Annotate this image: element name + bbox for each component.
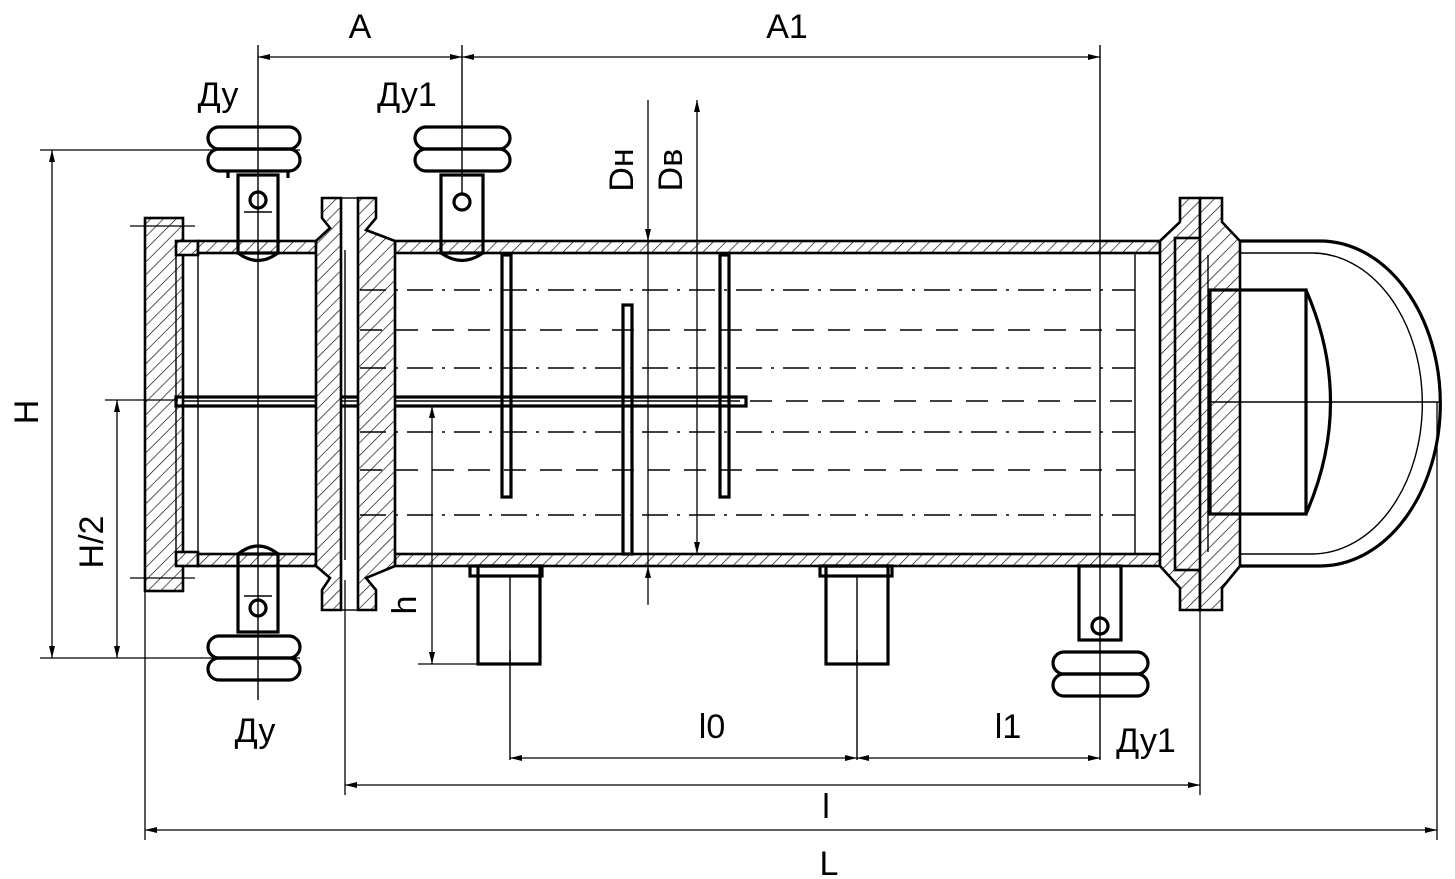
label-du1-top: Ду1: [377, 76, 437, 114]
label-dv: Dв: [652, 149, 690, 192]
baffles: [500, 253, 731, 556]
label-H-half: H/2: [73, 516, 111, 569]
label-du-top: Ду: [198, 76, 239, 114]
label-L: L: [820, 845, 839, 879]
dimensions: [40, 54, 1438, 840]
label-A1: A1: [766, 8, 808, 46]
left-flange: [314, 196, 397, 612]
centerlines: [257, 45, 1101, 760]
tube-bundle: [360, 289, 1135, 516]
elliptical-head: [1208, 239, 1442, 568]
label-du1-bottom: Ду1: [1116, 722, 1176, 760]
label-h: h: [386, 596, 424, 615]
label-du-bottom: Ду: [235, 712, 276, 750]
label-l0: l0: [699, 708, 725, 746]
label-l1: l1: [995, 708, 1021, 746]
label-H: H: [8, 400, 46, 425]
label-dn: Dн: [603, 148, 641, 191]
label-l: l: [822, 788, 830, 826]
supports: [468, 564, 894, 666]
right-flange: [1158, 196, 1242, 612]
left-channel: [130, 216, 748, 593]
label-A: A: [349, 8, 372, 46]
